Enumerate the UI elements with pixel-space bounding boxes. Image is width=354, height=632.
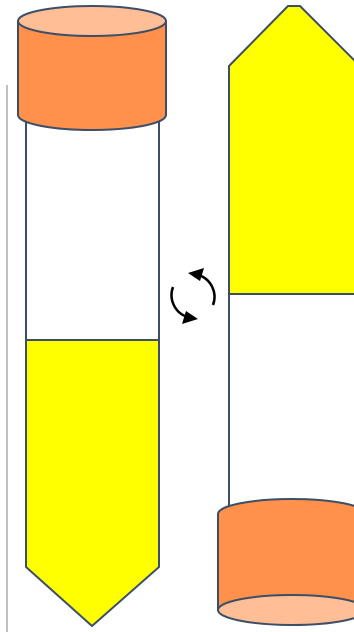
upright-tube	[18, 6, 166, 626]
upright-cap-body	[18, 21, 166, 130]
rotate-arrows-icon	[172, 268, 215, 324]
upright-cap-top	[18, 6, 166, 36]
inverted-tube-cap	[218, 499, 354, 625]
upright-tube-liquid	[26, 340, 159, 626]
inverted-tube	[218, 6, 354, 625]
upright-tube-cap	[18, 6, 166, 130]
upright-tube-empty-section	[26, 118, 159, 340]
inverted-tube-empty-section	[229, 294, 354, 514]
inverted-cap-body	[218, 499, 354, 610]
inverted-tube-liquid	[229, 6, 354, 294]
inverted-cap-top	[218, 595, 354, 625]
